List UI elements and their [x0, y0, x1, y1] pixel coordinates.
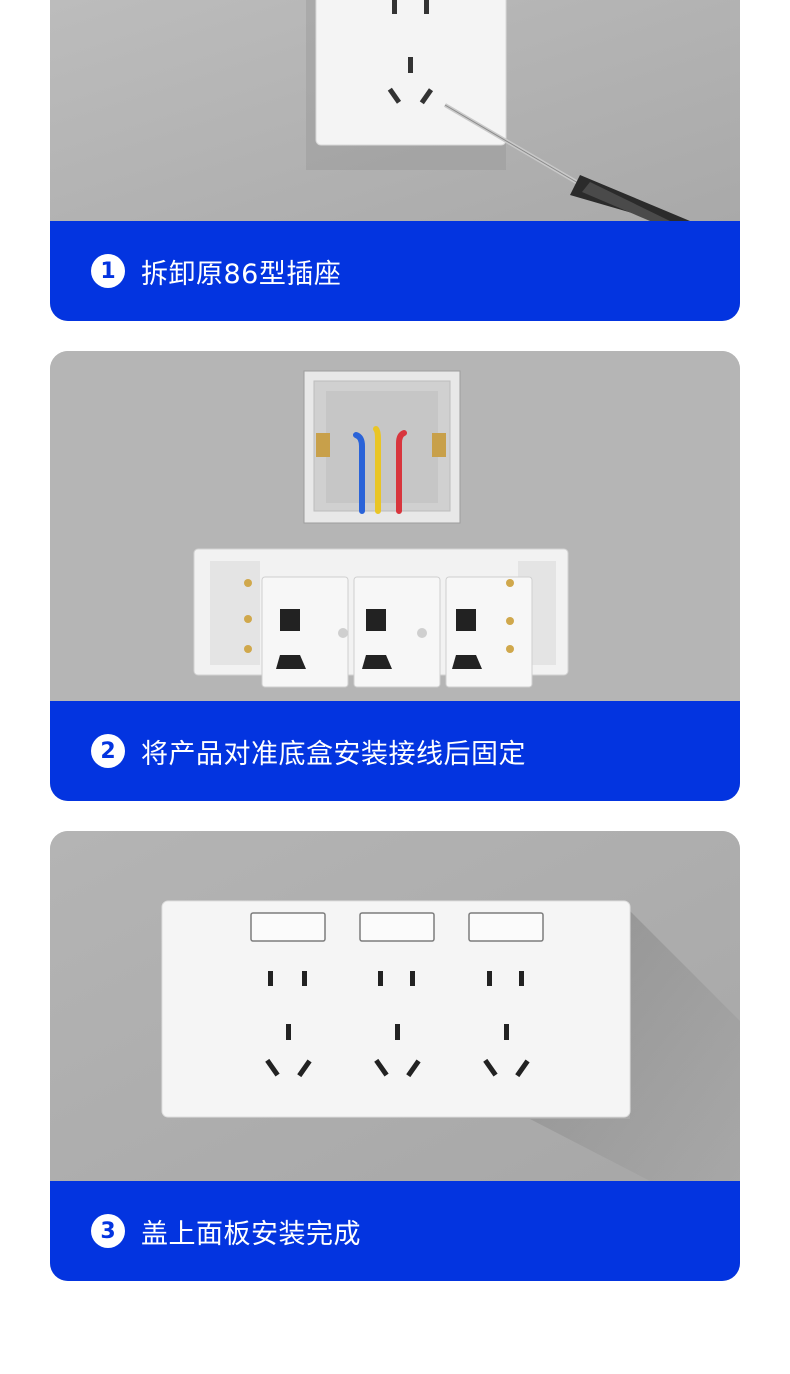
step-2-caption: 将产品对准底盒安装接线后固定: [141, 738, 526, 770]
step-1-banner: 1 拆卸原86型插座: [50, 221, 740, 321]
screwdriver-icon: [443, 103, 690, 221]
step-card-1: 1 拆卸原86型插座: [50, 0, 740, 321]
step-3-photo: [50, 831, 740, 1181]
step-3-caption: 盖上面板安装完成: [141, 1218, 361, 1250]
step-2-banner: 2 将产品对准底盒安装接线后固定: [50, 701, 740, 801]
step-3-number-badge: 3: [91, 1214, 125, 1248]
switch-1: [250, 912, 326, 942]
wall-box: [303, 370, 461, 524]
step-1-number-badge: 1: [91, 254, 125, 288]
switch-3: [468, 912, 544, 942]
step-card-2: 2 将产品对准底盒安装接线后固定: [50, 351, 740, 801]
finished-socket-panel: [161, 900, 631, 1118]
step-2-photo: [50, 351, 740, 701]
step-2-number-badge: 2: [91, 734, 125, 768]
step-card-3: 3 盖上面板安装完成: [50, 831, 740, 1281]
step-3-banner: 3 盖上面板安装完成: [50, 1181, 740, 1281]
socket-back-module: [193, 548, 569, 688]
step-1-caption: 拆卸原86型插座: [141, 258, 342, 290]
switch-2: [359, 912, 435, 942]
step-1-photo: [50, 0, 740, 221]
